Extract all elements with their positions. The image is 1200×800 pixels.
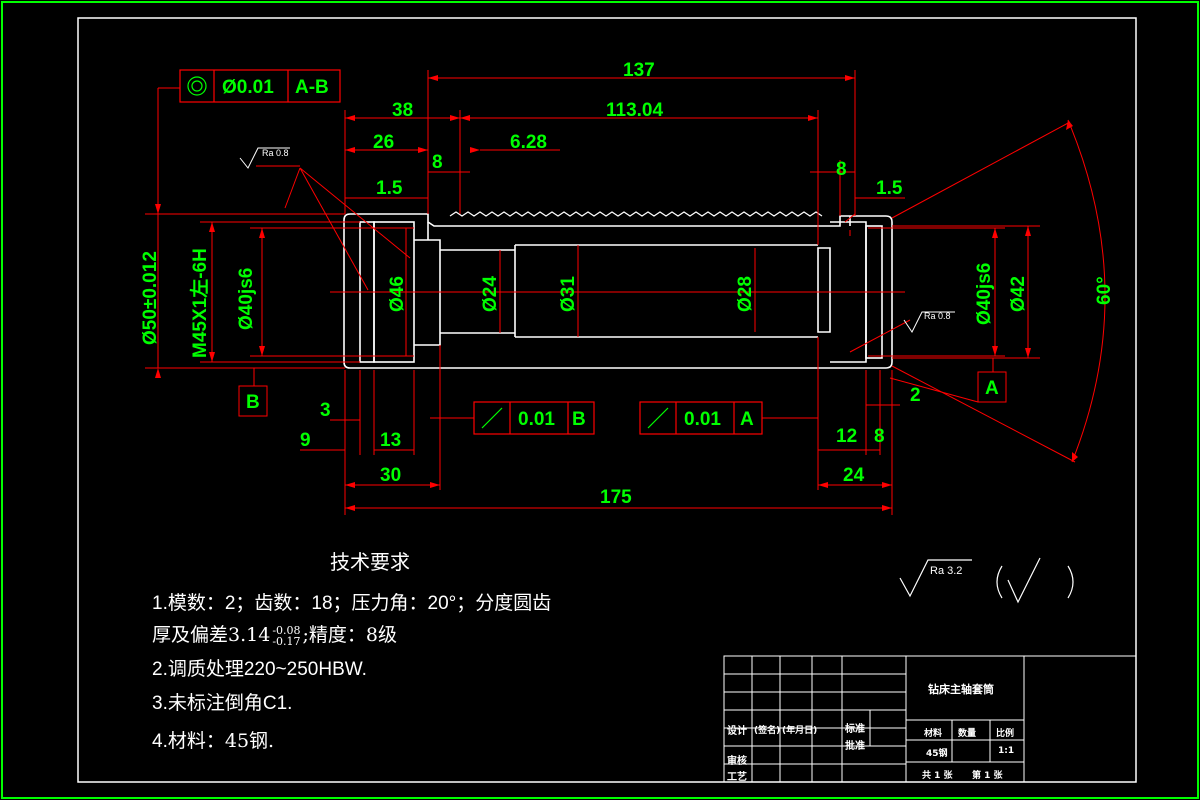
note-line-3b: 220~250HBW.	[243, 659, 367, 680]
note-line-5a: 4.材料：	[152, 731, 225, 752]
dim-24: 24	[843, 465, 865, 486]
tol-top-value: Ø0.01	[222, 77, 274, 98]
note-line-3a: 2.调质处理	[152, 659, 244, 680]
tb-review: 审核	[727, 756, 747, 767]
runout-frame-b	[473, 401, 595, 435]
tb-material-header: 材料	[924, 729, 943, 739]
roughness-right-label: Ra 0.8	[924, 311, 951, 321]
part-outline	[343, 213, 893, 369]
tb-material: 45钢	[926, 749, 948, 759]
tb-approve: 批准	[845, 741, 865, 752]
tb-scale: 1:1	[998, 746, 1015, 756]
drawing-frame	[77, 17, 1137, 783]
roughness-symbol-top	[239, 147, 290, 169]
note-line-1: 1.模数：2；齿数：18；压力角：20°；分度圆齿	[152, 593, 552, 614]
datum-b-box	[238, 385, 268, 417]
note-line-2b: ;精度：8级	[302, 624, 398, 646]
datum-a-box	[977, 371, 1007, 403]
tol-lower: -0.17	[272, 635, 301, 648]
dim-8c: 8	[874, 426, 885, 447]
note-line-5b: 45钢.	[224, 730, 275, 752]
dim-15b: 1.5	[876, 178, 903, 199]
runout-b-value: 0.01	[518, 409, 555, 430]
dia-phi40-left: Ø40js6	[236, 268, 257, 330]
dim-15a: 1.5	[376, 178, 403, 199]
runout-frame-a	[639, 401, 763, 435]
note-tolerance: -0.08-0.17	[272, 625, 300, 647]
dia-phi28: Ø28	[735, 276, 756, 312]
concentricity-frame	[179, 69, 341, 103]
dia-phi24: Ø24	[480, 276, 501, 312]
dimension-lines	[145, 70, 1106, 515]
dim-113: 113.04	[606, 100, 663, 121]
dim-2: 2	[910, 385, 921, 406]
dim-3: 3	[320, 400, 331, 421]
dim-8a: 8	[432, 152, 443, 173]
note-line-3: 2.调质处理220~250HBW.	[152, 654, 367, 681]
rack-teeth	[449, 211, 823, 217]
tb-sheets: 共 1 张	[922, 771, 953, 781]
tol-top-datum: A-B	[295, 77, 329, 98]
datum-b: B	[246, 392, 260, 413]
dia-phi40-right: Ø40js6	[974, 263, 995, 325]
dim-38: 38	[392, 100, 413, 121]
dia-phi46: Ø46	[387, 276, 408, 312]
title-block-grid	[723, 655, 1137, 783]
dim-8b: 8	[836, 159, 847, 180]
dia-m45: M45X1左-6H	[188, 248, 211, 358]
dim-26: 26	[373, 132, 394, 153]
runout-a-datum: A	[740, 409, 754, 430]
dim-175: 175	[600, 487, 632, 508]
datum-a: A	[985, 378, 999, 399]
roughness-top-label: Ra 0.8	[262, 148, 289, 158]
note-line-2-text: 厚及偏差3.14	[152, 624, 271, 646]
dia-phi42: Ø42	[1008, 276, 1029, 312]
runout-a-value: 0.01	[684, 409, 721, 430]
dim-13: 13	[380, 430, 401, 451]
dim-12: 12	[836, 426, 857, 447]
roughness-symbol-general	[899, 557, 1074, 604]
tb-part-name: 钻床主轴套筒	[928, 683, 994, 696]
tol-upper: -0.08	[272, 624, 301, 637]
tb-design: 设计	[727, 726, 747, 737]
roughness-symbol-right	[903, 311, 955, 333]
roughness-general-label: Ra 3.2	[930, 565, 962, 577]
note-line-4: 3.未标注倒角C1.	[152, 693, 293, 714]
tb-qty-header: 数量	[958, 729, 977, 739]
runout-b-datum: B	[572, 409, 586, 430]
notes-title: 技术要求	[330, 550, 410, 574]
tb-process: 工艺	[727, 772, 747, 783]
tb-standard: 标准	[845, 724, 865, 735]
note-line-2: 厚及偏差3.14-0.08-0.17;精度：8级	[152, 620, 397, 647]
dim-137: 137	[623, 60, 655, 81]
dia-phi50: Ø50±0.012	[140, 251, 161, 345]
note-line-5: 4.材料：45钢.	[152, 726, 274, 753]
dim-60: 60°	[1094, 276, 1115, 305]
tb-sign: (签名)	[754, 726, 781, 736]
tb-sheet: 第 1 张	[972, 771, 1003, 781]
arrowheads	[155, 75, 1078, 511]
dim-628: 6.28	[510, 132, 547, 153]
tb-scale-header: 比例	[996, 729, 1015, 739]
tb-date: (年月日)	[782, 726, 818, 736]
dim-30: 30	[380, 465, 401, 486]
dim-9: 9	[300, 430, 311, 451]
dia-phi31: Ø31	[558, 276, 579, 312]
